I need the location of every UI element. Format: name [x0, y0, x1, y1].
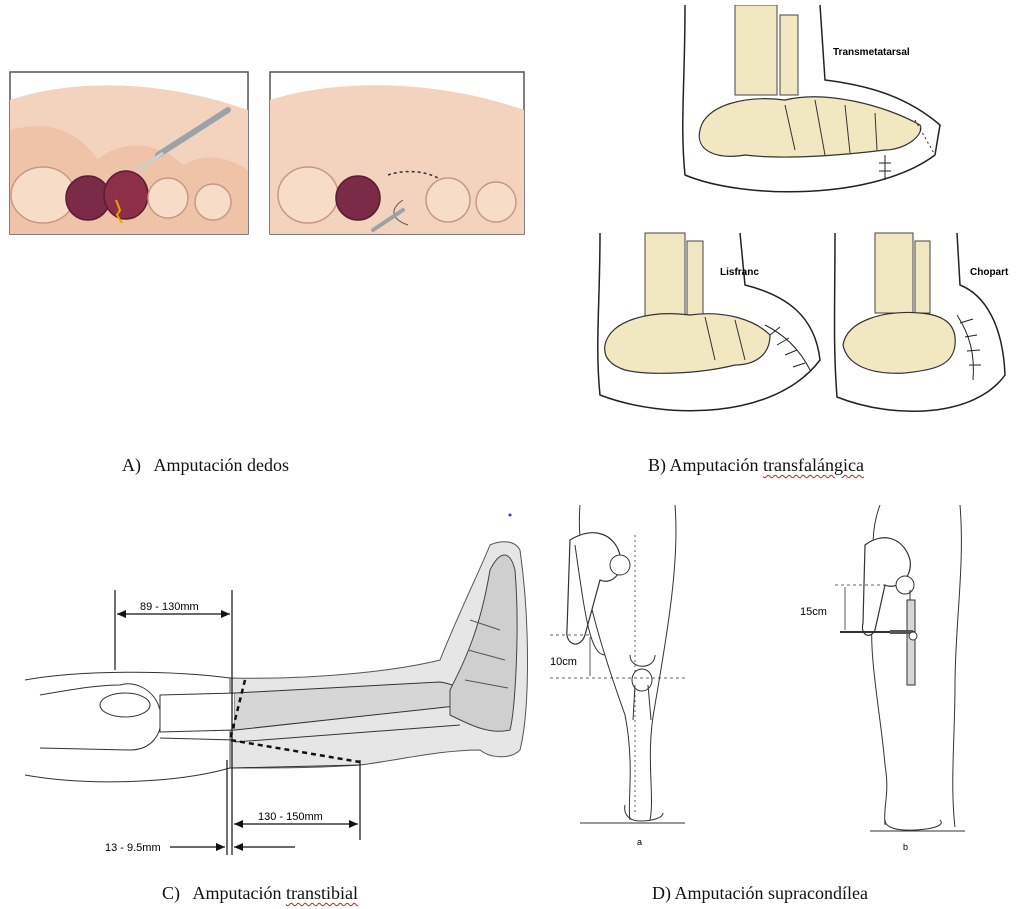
- label-transmetatarsal: Transmetatarsal: [833, 47, 910, 58]
- toe-illustrations: [8, 70, 528, 238]
- panel-a-toe-amputation: [8, 70, 528, 238]
- caption-a-text: Amputación dedos: [154, 455, 289, 475]
- measure-130-150: 130 - 150mm: [258, 811, 323, 823]
- figure-a: 10cm a: [550, 505, 685, 847]
- label-lisfranc: Lisfranc: [720, 267, 759, 278]
- panel-c-transtibial: 89 - 130mm 130 - 150mm 13 - 9.5mm: [20, 510, 560, 855]
- label-chopart: Chopart: [970, 267, 1009, 278]
- caption-d-text: Amputación supracondílea: [675, 883, 868, 903]
- measure-15cm: 15cm: [800, 606, 827, 618]
- chopart-diagram: Chopart: [835, 233, 1010, 411]
- measure-10cm: 10cm: [550, 656, 577, 668]
- sublabel-b: b: [903, 842, 908, 850]
- figure-b: 15cm b: [800, 505, 965, 850]
- caption-a-prefix: A): [122, 455, 141, 475]
- caption-b-prefix: B): [648, 455, 666, 475]
- panel-d-supracondylar: 10cm a 15cm b: [545, 505, 1025, 850]
- toe-image-before: [10, 72, 248, 234]
- caption-b: B) Amputación transfalángica: [648, 456, 864, 474]
- measure-89-130: 89 - 130mm: [140, 601, 199, 613]
- caption-b-text-spellcheck: transfalángica: [763, 455, 864, 475]
- panel-b-foot-amputation-levels: Transmetatarsal Lisfranc Chopart: [585, 5, 1025, 425]
- foot-bone-diagrams: Transmetatarsal Lisfranc Chopart: [585, 5, 1025, 425]
- caption-c: C) Amputación transtibial: [162, 884, 358, 902]
- caption-d: D) Amputación supracondílea: [652, 884, 868, 902]
- caption-a: A) Amputación dedos: [122, 456, 289, 474]
- toe-image-after: [270, 72, 524, 234]
- caption-c-prefix: C): [162, 883, 180, 903]
- sublabel-a: a: [637, 837, 642, 847]
- leg-outline-diagrams: 10cm a 15cm b: [545, 505, 1025, 850]
- measure-13-9-5: 13 - 9.5mm: [105, 842, 161, 854]
- caption-b-text: Amputación: [670, 455, 759, 475]
- lisfranc-diagram: Lisfranc: [598, 233, 820, 411]
- transmetatarsal-diagram: Transmetatarsal: [683, 5, 940, 192]
- caption-c-text: Amputación: [193, 883, 282, 903]
- caption-c-text-spellcheck: transtibial: [286, 883, 358, 903]
- leg-bone-diagram: 89 - 130mm 130 - 150mm 13 - 9.5mm: [20, 510, 560, 855]
- caption-d-prefix: D): [652, 883, 671, 903]
